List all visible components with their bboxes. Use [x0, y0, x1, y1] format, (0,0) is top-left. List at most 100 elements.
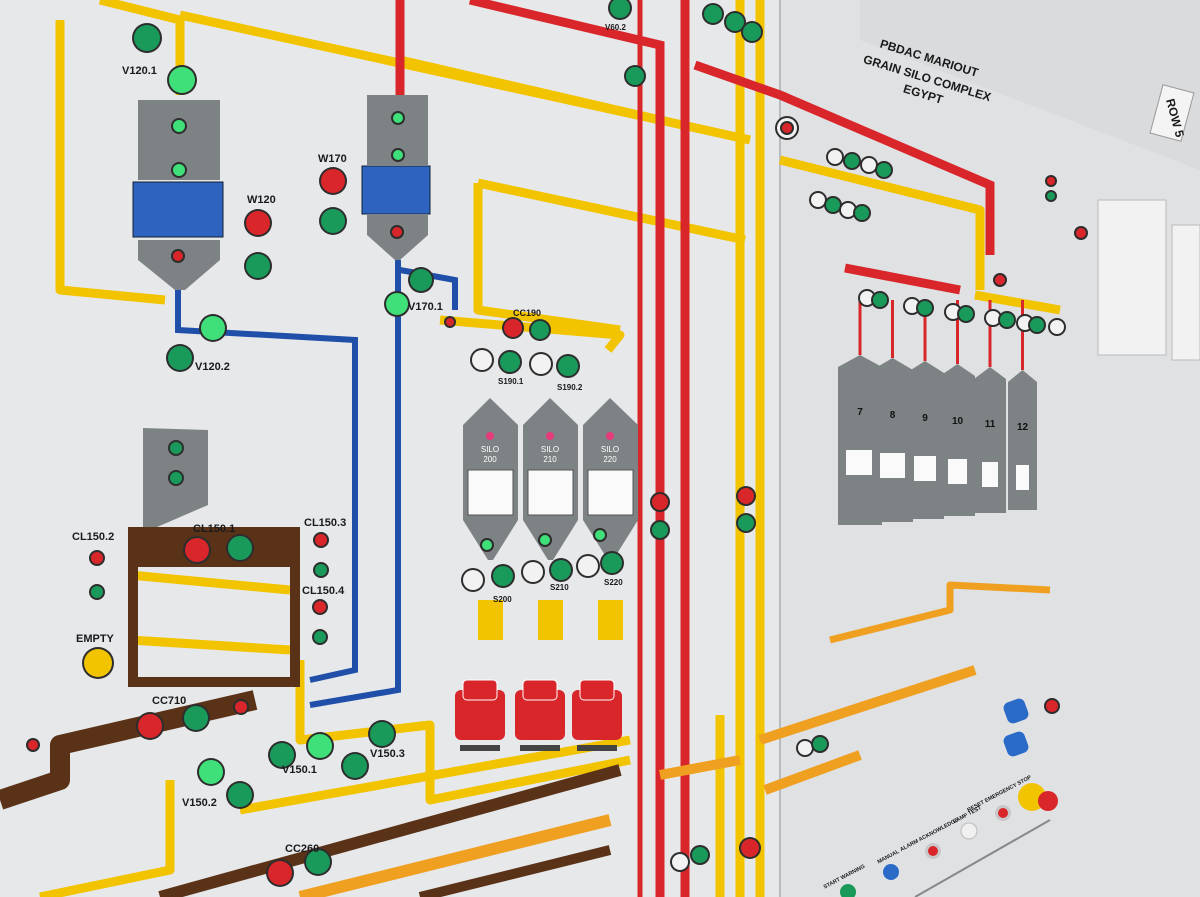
push-button-lamp[interactable]	[386, 293, 408, 315]
push-button-lamp[interactable]	[199, 760, 223, 784]
push-button-lamp[interactable]	[321, 209, 345, 233]
indicator-lamp	[672, 854, 688, 870]
indicator-lamp	[446, 318, 454, 326]
silo-number: 7	[857, 407, 863, 418]
selector-switch[interactable]	[1002, 697, 1030, 725]
push-button-lamp[interactable]	[558, 356, 578, 376]
push-button-lamp[interactable]	[551, 560, 571, 580]
lamp-test-button[interactable]	[960, 822, 978, 840]
truck-icon	[572, 679, 622, 751]
indicator-lamp	[91, 552, 103, 564]
indicator-lamp	[1050, 320, 1064, 334]
push-button-lamp[interactable]	[184, 706, 208, 730]
indicator-lamp	[855, 206, 869, 220]
start-warning-button[interactable]	[840, 884, 856, 897]
indicator-lamps	[26, 0, 1088, 887]
indicator-lamp	[828, 150, 842, 164]
label-v120-1: V120.1	[122, 65, 157, 77]
label-w170: W170	[318, 153, 347, 165]
push-button-lamp[interactable]	[578, 556, 598, 576]
silo-9: 9	[906, 300, 944, 519]
label-w120: W120	[247, 194, 276, 206]
push-button-lamp[interactable]	[268, 861, 292, 885]
silo-number: 9	[922, 413, 928, 424]
push-button-lamp[interactable]	[726, 13, 744, 31]
push-button-lamp[interactable]	[472, 350, 492, 370]
silo-11: 11	[974, 300, 1006, 513]
push-button-lamp[interactable]	[306, 850, 330, 874]
push-button-lamp[interactable]	[169, 67, 195, 93]
selector-switch[interactable]	[1002, 730, 1030, 758]
push-button-lamp[interactable]	[138, 714, 162, 738]
cleaner-cl150	[128, 527, 300, 687]
label-s200: S200	[493, 595, 512, 604]
row-tag: ROW 5	[1149, 84, 1195, 142]
red-flow-lines	[395, 0, 995, 897]
label-empty: EMPTY	[76, 633, 115, 645]
push-button-lamp[interactable]	[246, 211, 270, 235]
push-button-lamp[interactable]	[500, 352, 520, 372]
silo-12: 12	[1008, 300, 1037, 510]
push-button-lamp[interactable]	[410, 269, 432, 291]
label-v150-1: V150.1	[282, 764, 317, 776]
silo-number: 210	[543, 455, 557, 464]
indicator-lamp	[946, 305, 960, 319]
silo-label: SILO	[541, 445, 559, 454]
silo-number: 10	[952, 416, 964, 427]
push-button-lamp[interactable]	[523, 562, 543, 582]
indicator-lamp	[482, 540, 492, 550]
push-button-lamp[interactable]	[134, 25, 160, 51]
push-button-lamp[interactable]	[308, 734, 332, 758]
indicator-lamp	[826, 198, 840, 212]
indicator-lamp	[877, 163, 891, 177]
label-s210: S210	[550, 583, 569, 592]
label-v170-1: V170.1	[408, 301, 443, 313]
weigh-hopper-w120	[132, 100, 224, 290]
indicator-lamp	[315, 534, 327, 546]
push-button-lamp[interactable]	[270, 743, 294, 767]
indicator-lamp	[959, 307, 973, 321]
indicator-lamp	[91, 586, 103, 598]
push-button-lamp[interactable]	[168, 346, 192, 370]
indicator-lamp	[738, 488, 754, 504]
label-s220: S220	[604, 578, 623, 587]
push-button-lamp[interactable]	[743, 23, 761, 41]
push-button-lamp[interactable]	[201, 316, 225, 340]
push-button-lamp[interactable]	[531, 321, 549, 339]
push-button-lamp[interactable]	[370, 722, 394, 746]
indicator-lamp	[1046, 700, 1058, 712]
silo-number: 8	[890, 410, 896, 421]
indicator-lamp	[813, 737, 827, 751]
push-button-lamp[interactable]	[626, 67, 644, 85]
push-button-lamp[interactable]	[741, 839, 759, 857]
silo-10: 10	[940, 300, 975, 516]
push-button-lamp[interactable]	[321, 169, 345, 193]
indicator-lamp	[1047, 177, 1055, 185]
manual-button[interactable]	[883, 864, 899, 880]
push-button-lamp[interactable]	[228, 783, 252, 807]
push-button-lamp[interactable]	[246, 254, 270, 278]
push-button-lamp[interactable]	[84, 649, 112, 677]
indicator-lamp	[393, 113, 403, 123]
push-button-lamp[interactable]	[343, 754, 367, 778]
push-button-lamp[interactable]	[602, 553, 622, 573]
indicator-lamp	[540, 535, 550, 545]
push-button-lamp[interactable]	[493, 566, 513, 586]
indicator-lamp	[841, 203, 855, 217]
push-button-lamp[interactable]	[610, 0, 630, 18]
push-button-lamp[interactable]	[228, 536, 252, 560]
push-button-lamp[interactable]	[531, 354, 551, 374]
push-button-lamp[interactable]	[463, 570, 483, 590]
push-button-lamp[interactable]	[185, 538, 209, 562]
push-button-lamp[interactable]	[704, 5, 722, 23]
panel-top-cover	[860, 0, 1200, 170]
indicator-lamp	[811, 193, 825, 207]
silo-label: SILO	[481, 445, 499, 454]
emergency-stop-button[interactable]	[1038, 791, 1058, 811]
indicator-lamp	[652, 494, 668, 510]
push-button-lamp[interactable]	[504, 319, 522, 337]
label-cl150-3: CL150.3	[304, 517, 346, 529]
